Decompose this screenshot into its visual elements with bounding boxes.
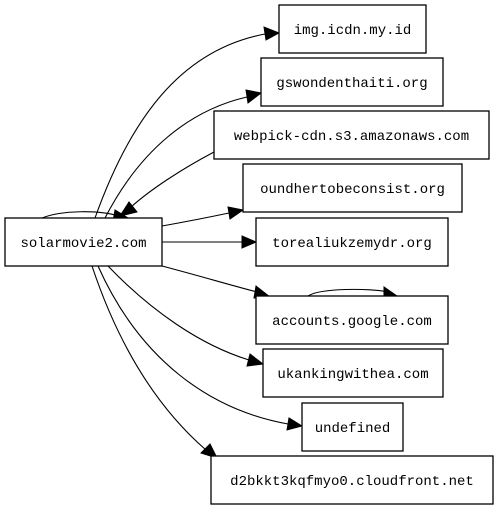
edges — [41, 33, 389, 451]
node-box — [262, 348, 444, 398]
node-box — [278, 4, 427, 54]
node-box — [242, 163, 463, 213]
edge-src-n2 — [104, 96, 248, 219]
arrowhead-src-n5 — [241, 235, 258, 249]
node-label: undefined — [315, 421, 391, 437]
nodes: solarmovie2.com img.icdn.my.id gswondent… — [4, 4, 494, 505]
node-box — [301, 402, 404, 452]
node-label: accounts.google.com — [272, 314, 432, 330]
node-box — [260, 57, 444, 107]
node-box — [213, 110, 490, 160]
node-label: torealiukzemydr.org — [272, 236, 432, 252]
arrowhead-src-n8 — [286, 417, 304, 431]
node-label: gswondenthaiti.org — [276, 76, 427, 92]
node-ukankingwithea[interactable]: ukankingwithea.com — [262, 348, 444, 398]
node-gswondenthaiti[interactable]: gswondenthaiti.org — [260, 57, 444, 107]
edge-self-loop-src — [41, 211, 119, 219]
node-label: oundhertobeconsist.org — [260, 182, 445, 198]
arrowhead-src-n2 — [245, 89, 263, 104]
node-undefined[interactable]: undefined — [301, 402, 404, 452]
arrowhead-src-n1 — [263, 26, 281, 41]
node-label: webpick-cdn.s3.amazonaws.com — [234, 129, 469, 145]
edge-src-n6 — [161, 265, 258, 293]
node-box — [255, 295, 449, 345]
arrowhead-src-n7 — [246, 353, 265, 367]
node-box — [255, 217, 449, 267]
node-webpick-cdn[interactable]: webpick-cdn.s3.amazonaws.com — [213, 110, 490, 160]
arrowhead-src-n4 — [227, 206, 245, 220]
node-label: ukankingwithea.com — [277, 367, 428, 383]
arrowheads — [112, 26, 399, 459]
node-box — [4, 217, 163, 267]
node-oundhertobeconsist[interactable]: oundhertobeconsist.org — [242, 163, 463, 213]
edge-src-n9 — [91, 265, 207, 451]
edge-src-n1 — [94, 33, 266, 219]
edge-src-n7 — [107, 265, 250, 361]
edge-self-loop-n6 — [307, 288, 389, 297]
edge-src-n4 — [161, 212, 230, 227]
node-label: img.icdn.my.id — [294, 23, 412, 39]
node-label: solarmovie2.com — [20, 236, 146, 252]
node-img-icdn[interactable]: img.icdn.my.id — [278, 4, 427, 54]
edge-src-n8 — [97, 265, 289, 425]
arrowhead-src-n9 — [200, 443, 218, 459]
arrowhead-n3-src — [118, 201, 138, 217]
node-solarmovie2[interactable]: solarmovie2.com — [4, 217, 163, 267]
edge-n3-src — [130, 151, 215, 208]
node-cloudfront[interactable]: d2bkkt3kqfmyo0.cloudfront.net — [210, 455, 494, 505]
node-box — [210, 455, 494, 505]
node-label: d2bkkt3kqfmyo0.cloudfront.net — [230, 474, 474, 490]
node-accounts-google[interactable]: accounts.google.com — [255, 295, 449, 345]
node-torealiukzemydr[interactable]: torealiukzemydr.org — [255, 217, 449, 267]
